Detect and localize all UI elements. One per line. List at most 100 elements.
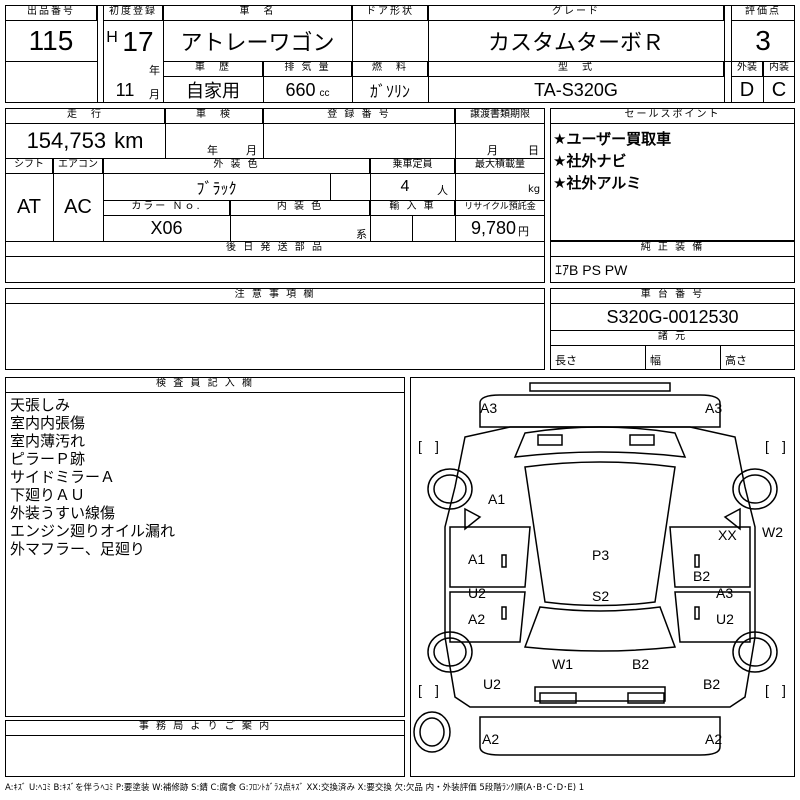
interior-value: C (771, 78, 787, 101)
svg-text:[: [ (765, 682, 769, 698)
inspector-note: 下廻りＡＵ (10, 486, 86, 504)
damage-mark: A1 (468, 551, 486, 567)
damage-mark: XX (718, 527, 737, 543)
sales-points-label: セールスポイント (550, 108, 795, 124)
year-unit: 年 (149, 64, 160, 77)
mileage-number: 154,753 (26, 128, 107, 153)
score-label: 評価点 (731, 5, 795, 21)
svg-text:[: [ (418, 682, 422, 698)
exterior-color-value: ﾌﾞﾗｯｸ (196, 181, 237, 198)
mileage-value: 154,753 km (5, 124, 165, 158)
damage-mark: B2 (693, 568, 711, 584)
inspector-label: 検 査 員 記 入 欄 (5, 377, 405, 393)
month-unit: 月 (149, 88, 160, 101)
damage-mark: A2 (705, 731, 723, 747)
damage-mark: U2 (468, 585, 486, 601)
shift-label: シフト (5, 158, 53, 174)
mileage-label: 走 行 (5, 108, 165, 124)
damage-mark: A2 (468, 611, 486, 627)
svg-text:]: ] (782, 682, 786, 698)
wheel-front-right (732, 468, 778, 510)
registration-year: 17 (122, 26, 154, 57)
registration-number-label: 登 録 番 号 (263, 108, 455, 124)
fuel-label: 燃 料 (352, 61, 428, 77)
history-value: 自家用 (186, 81, 240, 101)
inspector-block (5, 377, 405, 717)
mileage-unit: km (114, 128, 144, 153)
car-name-label: 車 名 (163, 5, 352, 21)
fuel-value: ｶﾞｿﾘﾝ (369, 84, 410, 101)
import-car-label: 輸 入 車 (370, 200, 455, 216)
front-bumper (529, 382, 671, 392)
displacement-label: 排 気 量 (263, 61, 352, 77)
lot-number-label: 出品番号 (5, 5, 97, 21)
grade-label: グレード (428, 5, 724, 21)
svg-text:[: [ (765, 438, 769, 454)
svg-text:[: [ (418, 438, 422, 454)
rear-gate (534, 686, 666, 702)
sales-point-item: ★社外アルミ (553, 174, 642, 192)
recycle-fee-number: 9,780 (470, 218, 517, 238)
interior-color-label: 内 装 色 (230, 200, 370, 216)
sales-points-list: ★ユーザー買取車 ★社外ナビ ★社外アルミ (553, 128, 671, 194)
car-diagram: [] [] [] [] (413, 382, 786, 756)
exterior-value: D (739, 78, 755, 101)
interior-label: 内装 (763, 61, 795, 77)
length-label: 長さ (555, 354, 577, 367)
registration-month: 11 (115, 79, 135, 100)
inspector-note: 室内内張傷 (10, 414, 86, 432)
damage-mark: W2 (762, 524, 783, 540)
spare-wheel (413, 711, 451, 753)
office-label: 事 務 局 よ り ご 案 内 (5, 720, 405, 736)
damage-mark: W1 (552, 656, 573, 672)
roof (524, 461, 676, 607)
inspection-year-unit: 年 (207, 144, 218, 157)
first-registration-label: 初度登録 (103, 5, 163, 21)
right-mirror (723, 507, 741, 531)
inspector-note: 外マフラー、足廻り (10, 540, 145, 558)
width-label: 幅 (650, 354, 661, 367)
model-label: 型 式 (428, 61, 724, 77)
era-letter: H (106, 29, 118, 46)
body-outline (444, 426, 756, 708)
displacement-value: 660 cc (263, 77, 352, 103)
genuine-equipment-label: 純 正 装 備 (550, 241, 795, 257)
inspection-label: 車 検 (165, 108, 263, 124)
displacement-number: 660 (285, 79, 316, 100)
max-load-label: 最大積載量 (455, 158, 545, 174)
transfer-deadline-label: 譲渡書類期限 (455, 108, 545, 124)
inspector-note: サイドミラーＡ (10, 468, 116, 486)
score-value: 3 (755, 25, 771, 56)
damage-mark: A3 (716, 585, 734, 601)
rear-window (523, 606, 677, 652)
damage-mark: S2 (592, 588, 610, 604)
left-front-door (449, 526, 531, 588)
color-number-label: カラー Ｎｏ. (103, 200, 230, 216)
exterior-color-label: 外 装 色 (103, 158, 370, 174)
aircon-value: AC (64, 196, 92, 218)
inspector-note: 外装うすい線傷 (10, 504, 116, 522)
damage-mark: A3 (480, 400, 498, 416)
damage-mark: P3 (592, 547, 610, 563)
inspector-note: 室内薄汚れ (10, 432, 86, 450)
rear-bumper-left (539, 692, 577, 704)
door-type-value (352, 21, 428, 61)
shift-value: AT (16, 196, 42, 218)
damage-mark: A1 (488, 491, 506, 507)
wheel-rear-right (732, 631, 778, 673)
recycle-fee-value: 9,780 円 (455, 216, 545, 241)
history-label: 車 歴 (163, 61, 263, 77)
front-hood-top (479, 394, 721, 428)
wheel-rear-left (427, 631, 473, 673)
capacity-value: 4 (400, 178, 410, 195)
later-parts-label: 後 日 発 送 部 品 (5, 241, 545, 257)
color-number-value: X06 (150, 218, 183, 238)
inspector-notes-list: 天張しみ 室内内張傷 室内薄汚れ ピラーＰ跡 サイドミラーＡ 下廻りＡＵ 外装う… (10, 396, 175, 558)
recycle-fee-label: リサイクル預託金 (455, 200, 545, 216)
inspection-month-unit: 月 (246, 144, 257, 157)
windshield (513, 426, 687, 458)
rear-bumper-right (627, 692, 665, 704)
right-front-door (669, 526, 751, 588)
chassis-number-label: 車 台 番 号 (550, 288, 795, 304)
damage-mark: U2 (483, 676, 501, 692)
